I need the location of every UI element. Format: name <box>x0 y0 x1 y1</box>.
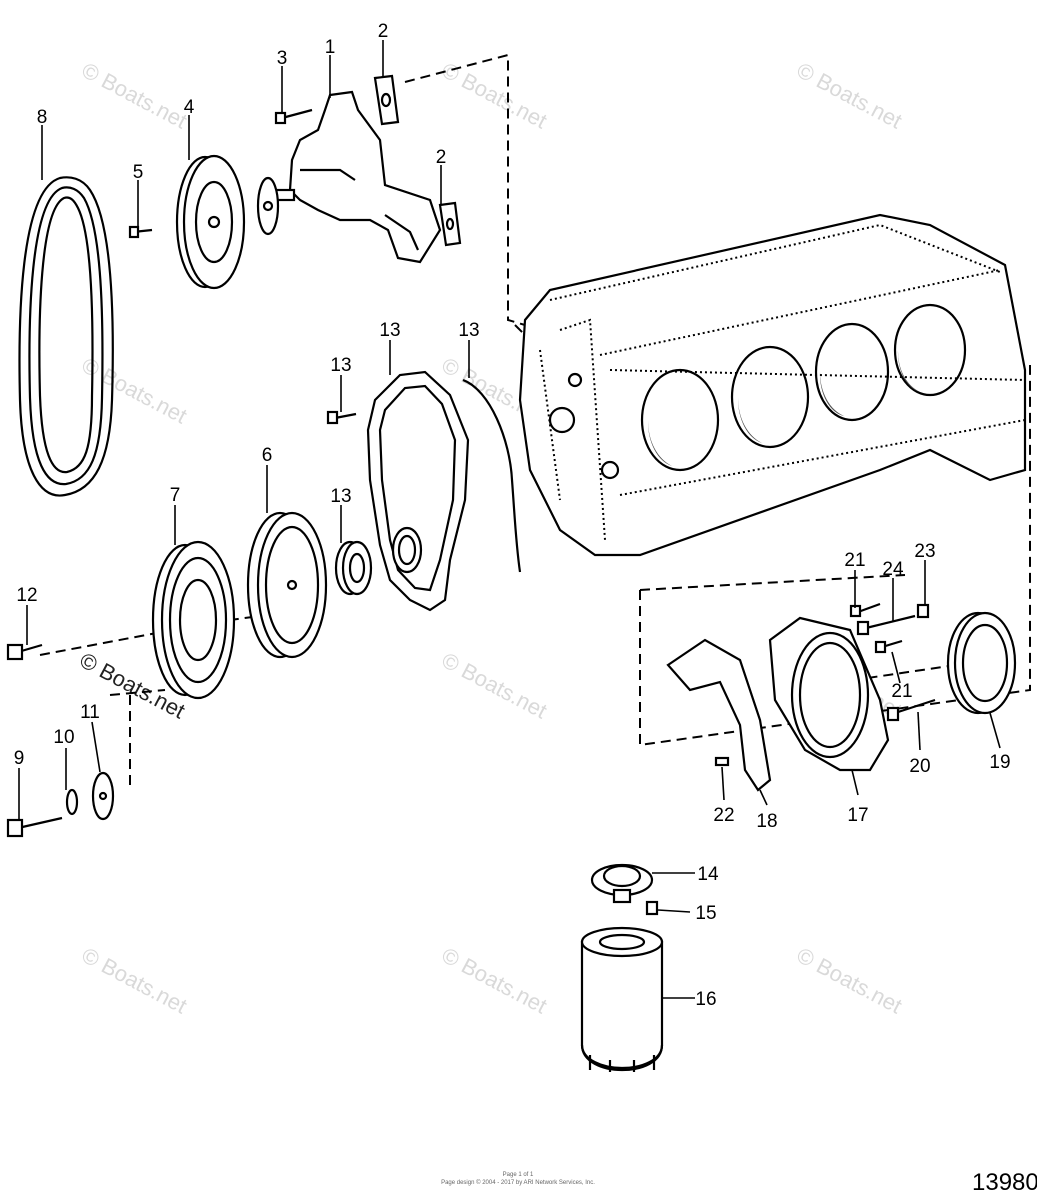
dowel-22 <box>714 756 730 767</box>
callout-2: 2 <box>436 147 447 168</box>
callout-2: 2 <box>378 21 389 42</box>
bolt-5 <box>128 225 153 239</box>
gasket-2-upper <box>373 74 400 126</box>
bolt-24 <box>856 614 916 636</box>
drive-belt <box>18 176 114 497</box>
seal-cord <box>462 378 522 573</box>
watermark: © Boats.net <box>438 647 552 723</box>
engine-block <box>518 213 1027 557</box>
callout-8: 8 <box>37 107 48 128</box>
bolt-13 <box>326 410 357 425</box>
callout-14: 14 <box>697 864 719 885</box>
callout-21: 21 <box>891 681 912 702</box>
gasket-2-lower <box>438 201 462 247</box>
filter-adapter-14 <box>590 863 654 904</box>
footer-line: Page 1 of 1 <box>503 1172 534 1178</box>
callout-7: 7 <box>170 485 181 506</box>
callout-17: 17 <box>847 805 868 826</box>
rear-seal-plate-18 <box>666 638 772 792</box>
callout-12: 12 <box>16 585 37 606</box>
pulley-4 <box>175 154 246 290</box>
lock-washer-10 <box>65 788 79 816</box>
callout-20: 20 <box>909 756 930 777</box>
oil-filter-16 <box>580 926 664 1072</box>
callout-3: 3 <box>277 48 288 69</box>
callout-22: 22 <box>713 805 734 826</box>
callout-9: 9 <box>14 748 25 769</box>
water-pump <box>256 90 442 264</box>
screw-15 <box>645 900 659 916</box>
footer-line: Page design © 2004 - 2017 by ARI Network… <box>441 1179 595 1186</box>
footer: Page 1 of 1 Page design © 2004 - 2017 by… <box>441 1172 595 1186</box>
harmonic-damper <box>246 511 328 659</box>
timing-cover <box>366 370 470 612</box>
bolt-3 <box>274 108 313 125</box>
callouts: 8 4 5 3 1 2 2 13 13 13 13 6 7 12 9 10 11… <box>14 21 1011 1010</box>
leader-lines <box>18 40 1001 999</box>
callout-5: 5 <box>133 162 144 183</box>
callout-18: 18 <box>756 811 777 832</box>
callout-4: 4 <box>184 97 195 118</box>
watermark: © Boats.net <box>78 942 192 1018</box>
callout-13: 13 <box>458 320 479 341</box>
callout-13: 13 <box>379 320 400 341</box>
watermark: © Boats.net <box>793 57 907 133</box>
callout-23: 23 <box>914 541 935 562</box>
seal-13 <box>334 540 373 596</box>
callout-16: 16 <box>695 989 716 1010</box>
rear-seal-housing-17 <box>768 616 890 772</box>
callout-6: 6 <box>262 445 273 466</box>
bolt-21-lower <box>874 639 903 654</box>
callout-10: 10 <box>53 727 74 748</box>
watermark: © Boats.net <box>793 942 907 1018</box>
callout-15: 15 <box>695 903 716 924</box>
callout-13: 13 <box>330 486 351 507</box>
figure-number: 13980 <box>972 1169 1037 1196</box>
crank-pulley <box>151 540 236 700</box>
callout-21: 21 <box>844 550 865 571</box>
callout-1: 1 <box>325 37 336 58</box>
bolt-12 <box>6 643 43 661</box>
callout-11: 11 <box>80 702 100 723</box>
bolt-9 <box>6 816 63 838</box>
callout-19: 19 <box>989 752 1010 773</box>
nut-23 <box>916 603 930 619</box>
callout-24: 24 <box>882 559 904 580</box>
callout-13: 13 <box>330 355 351 376</box>
rear-seal-19 <box>946 611 1017 715</box>
watermark: © Boats.net <box>78 352 192 428</box>
watermark: © Boats.net <box>78 57 192 133</box>
bolt-20 <box>886 698 936 722</box>
watermark: © Boats.net <box>438 942 552 1018</box>
washer-11 <box>91 771 115 821</box>
